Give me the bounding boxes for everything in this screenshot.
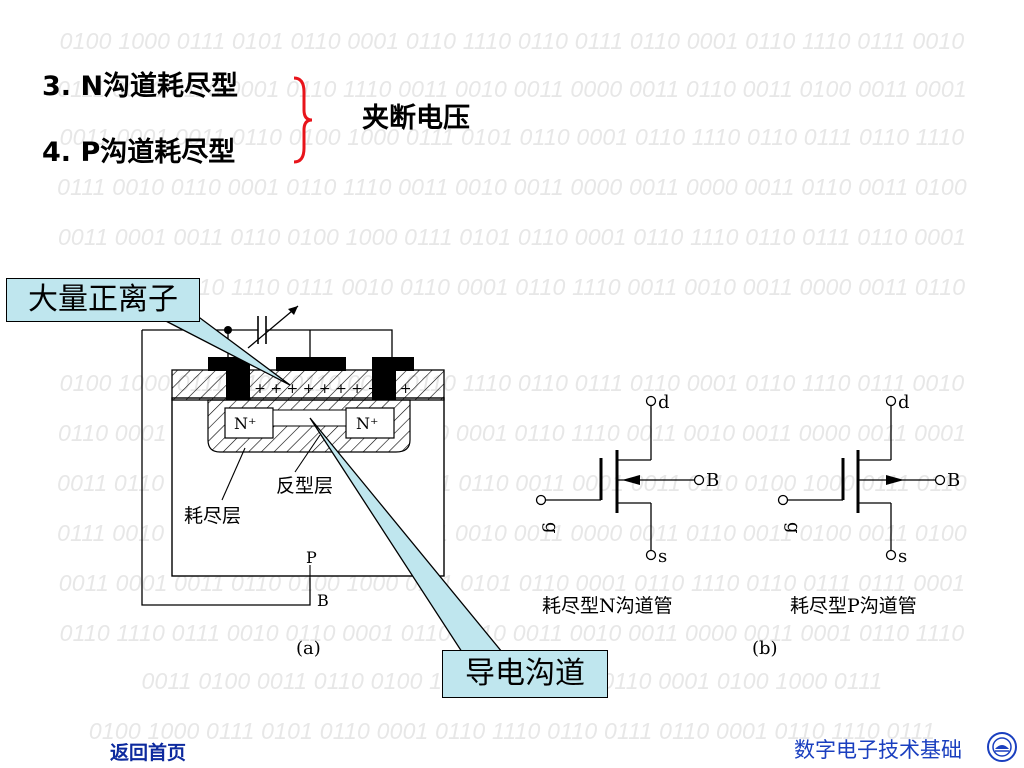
n-plus-left-label: N⁺ bbox=[234, 414, 256, 433]
p-symbol-caption: 耗尽型P沟道管 bbox=[790, 595, 917, 617]
p-source-label: s bbox=[898, 546, 907, 567]
gate-electrode bbox=[276, 357, 346, 371]
channel-pointer bbox=[309, 417, 504, 653]
n-symbol-caption: 耗尽型N沟道管 bbox=[542, 595, 673, 617]
drain-electrode bbox=[372, 357, 414, 371]
heading-n-channel-depletion: 3. N沟道耗尽型 bbox=[42, 71, 239, 102]
n-plus-right-label: N⁺ bbox=[356, 414, 378, 433]
source-electrode bbox=[208, 357, 250, 371]
outward-arrow-icon bbox=[886, 475, 904, 485]
positive-ions-callout: 大量正离子 bbox=[6, 278, 200, 322]
variable-capacitor-arrow bbox=[247, 305, 299, 349]
bg-line: 0011 0001 0011 0110 0100 1000 0111 0101 … bbox=[57, 224, 967, 250]
p-gate-label: g bbox=[783, 522, 804, 534]
pinch-off-voltage-label: 夹断电压 bbox=[362, 103, 470, 134]
inward-arrow-icon bbox=[622, 475, 640, 485]
inversion-layer-label: 反型层 bbox=[276, 475, 333, 497]
substrate-label: P bbox=[306, 548, 317, 567]
n-body-label: B bbox=[706, 470, 719, 491]
figure-a-caption: (a) bbox=[296, 638, 321, 659]
n-drain-label: d bbox=[658, 392, 670, 413]
bg-line: 0110 0001 0110 1110 0111 0010 0110 0001 … bbox=[58, 274, 966, 300]
bg-line: 0011 0001 0011 0110 0100 1000 0111 0101 … bbox=[59, 124, 965, 150]
course-brand-label: 数字电子技术基础 bbox=[794, 738, 962, 762]
positive-charges: + + + + + + + + + + + bbox=[238, 381, 412, 397]
n-channel-depletion-symbol bbox=[535, 395, 705, 561]
university-seal-icon bbox=[987, 732, 1017, 762]
bg-line: 0111 0010 0110 0001 0110 1110 0011 0010 … bbox=[57, 174, 967, 200]
n-gate-label: g bbox=[541, 522, 562, 534]
positive-ions-pointer bbox=[159, 317, 291, 386]
p-channel-depletion-symbol bbox=[777, 395, 946, 561]
body-terminal-label: B bbox=[317, 591, 329, 610]
p-drain-label: d bbox=[898, 392, 910, 413]
depletion-layer-leader bbox=[221, 447, 246, 501]
red-brace-icon bbox=[293, 76, 313, 164]
back-to-home-link[interactable]: 返回首页 bbox=[110, 742, 187, 764]
depletion-layer-label: 耗尽层 bbox=[184, 505, 241, 527]
bg-line: 0100 1000 0111 0101 0110 0001 0110 1110 … bbox=[88, 718, 936, 744]
bg-line: 0111 0010 0110 0001 0110 1110 0011 0010 … bbox=[57, 76, 967, 102]
n-source-label: s bbox=[658, 546, 667, 567]
body-wire bbox=[141, 330, 311, 606]
n-plus-source bbox=[224, 407, 274, 439]
p-body-label: B bbox=[947, 470, 960, 491]
bg-line: 0100 1000 0111 0101 0110 0001 0110 1110 … bbox=[59, 28, 965, 54]
figure-b-caption: (b) bbox=[752, 638, 778, 659]
inversion-layer-leader bbox=[294, 434, 321, 473]
heading-p-channel-depletion: 4. P沟道耗尽型 bbox=[42, 137, 236, 168]
inversion-channel bbox=[272, 409, 347, 427]
bg-line: 0110 1110 0111 0010 0110 0001 0110 1110 … bbox=[59, 620, 965, 646]
oxide-layer bbox=[171, 369, 445, 401]
conductive-channel-callout: 导电沟道 bbox=[442, 650, 608, 698]
